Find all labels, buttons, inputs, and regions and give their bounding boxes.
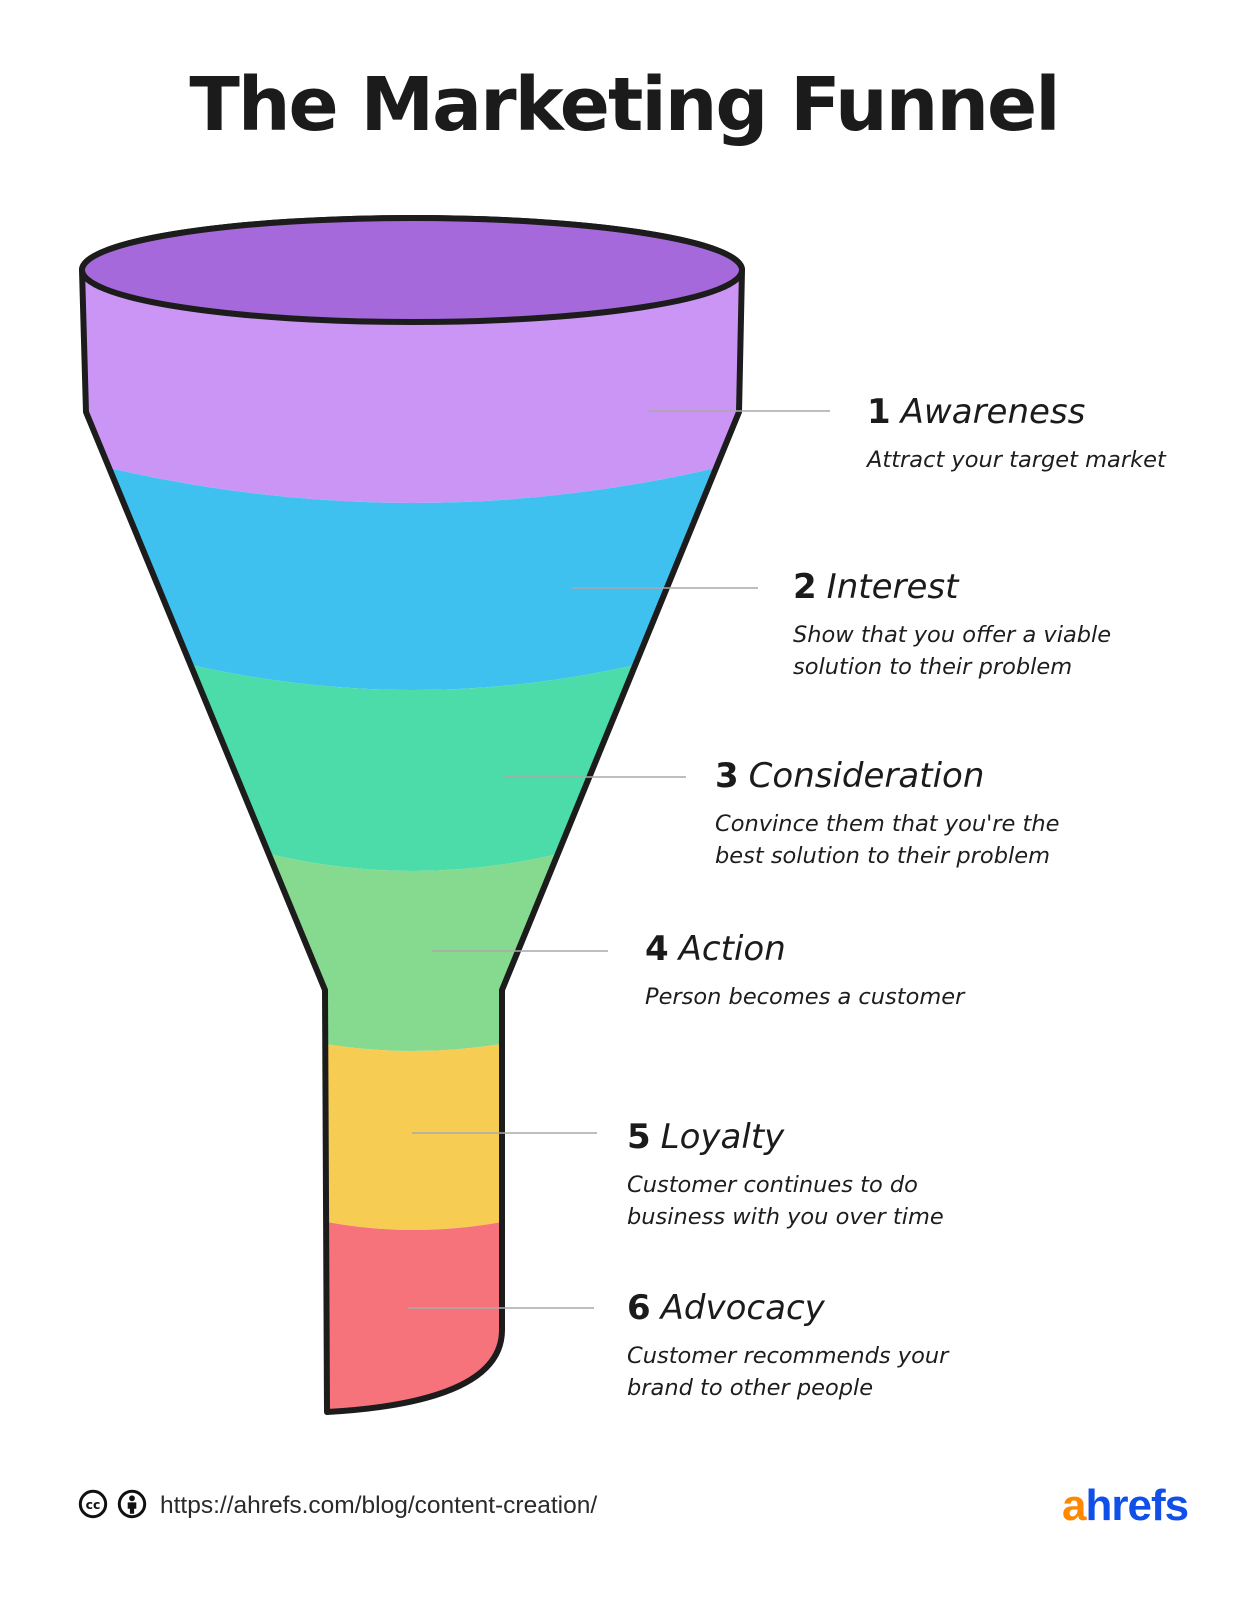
stage-description: Attract your target market	[867, 447, 1166, 473]
stage-name: Awareness	[900, 392, 1086, 432]
stage-description: Person becomes a customer	[645, 984, 965, 1010]
leader-lines	[408, 410, 830, 1309]
stage-number: 3	[715, 756, 739, 796]
page-title: The Marketing Funnel	[189, 62, 1060, 148]
stage-name: Action	[678, 929, 786, 969]
stage-number: 5	[627, 1117, 651, 1157]
funnel-top-opening	[79, 215, 745, 325]
stage-description: Convince them that you're the best solut…	[715, 811, 1060, 869]
stage-number: 4	[645, 929, 669, 969]
stage-number: 1	[867, 392, 891, 432]
stage-description: Customer continues to do business with y…	[627, 1172, 944, 1230]
stage-band-consideration	[82, 665, 742, 871]
stage-number: 2	[793, 567, 817, 607]
stage-description: Show that you offer a viable solution to…	[793, 622, 1112, 680]
stage-name: Advocacy	[660, 1288, 825, 1328]
stage-band-interest	[82, 468, 742, 690]
stage-name: Consideration	[748, 756, 985, 796]
stage-name: Interest	[826, 567, 959, 607]
stage-number: 6	[627, 1288, 651, 1328]
stage-description: Customer recommends your brand to other …	[627, 1343, 949, 1401]
funnel-bands	[82, 218, 742, 1412]
stage-name: Loyalty	[660, 1117, 785, 1157]
